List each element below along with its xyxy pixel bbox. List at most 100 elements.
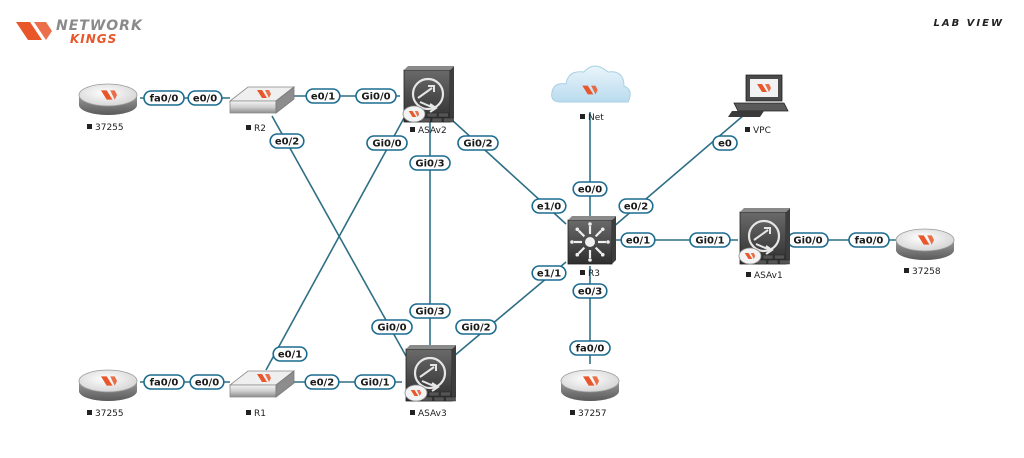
port-name: Gi0/0 <box>372 139 401 150</box>
port-label: Gi0/0 <box>787 232 829 248</box>
network-kings-badge-icon <box>917 235 935 245</box>
port-label: Gi0/0 <box>371 319 413 335</box>
network-kings-badge-icon <box>408 111 420 117</box>
port-name: e0/1 <box>311 92 335 103</box>
node-c37257[interactable]: 37257 <box>560 369 620 419</box>
network-kings-badge-icon <box>757 84 771 92</box>
port-name: fa0/0 <box>576 344 605 355</box>
port-label: Gi0/0 <box>366 135 408 151</box>
port-label: fa0/0 <box>143 374 185 390</box>
asa-firewall-icon <box>402 66 454 123</box>
network-kings-badge-icon <box>257 374 271 382</box>
port-label: e0/0 <box>189 374 225 390</box>
port-name: e1/1 <box>537 269 561 280</box>
port-name: e0/0 <box>195 378 219 389</box>
node-label: 37257 <box>578 409 607 419</box>
port-label: e0/2 <box>618 198 654 214</box>
cloud-icon <box>551 65 631 103</box>
router-disc-icon <box>895 228 955 260</box>
node-vpc[interactable]: VPC <box>728 74 789 136</box>
port-name: Gi0/0 <box>793 236 822 247</box>
port-label: Gi0/3 <box>409 155 451 171</box>
node-asav2[interactable]: ASAv2 <box>402 66 454 136</box>
node-c37258[interactable]: 37258 <box>895 228 955 277</box>
node-status-marker <box>246 125 251 130</box>
node-c37255a[interactable]: 37255 <box>78 83 138 133</box>
node-net[interactable]: Net <box>551 65 631 123</box>
port-name: Gi0/2 <box>463 139 492 150</box>
port-name: fa0/0 <box>150 378 179 389</box>
port-label: e0/0 <box>572 181 608 197</box>
node-label: ASAv3 <box>418 409 447 419</box>
port-name: e0/2 <box>624 202 648 213</box>
asa-firewall-icon <box>404 345 456 402</box>
port-label: e1/1 <box>531 265 567 281</box>
port-label: e1/0 <box>531 198 567 214</box>
node-status-marker <box>746 272 751 277</box>
node-c37255b[interactable]: 37255 <box>78 369 138 419</box>
router-icon <box>228 86 296 114</box>
asa-firewall-icon <box>738 208 790 265</box>
port-name: e0/1 <box>626 236 650 247</box>
node-label: ASAv1 <box>754 271 783 281</box>
router-icon <box>228 370 296 398</box>
port-label: Gi0/0 <box>355 88 397 104</box>
port-label: e0/0 <box>187 90 223 106</box>
port-name: Gi0/2 <box>461 323 490 334</box>
node-status-marker <box>410 127 415 132</box>
port-name: fa0/0 <box>150 94 179 105</box>
network-kings-badge-icon <box>410 390 422 396</box>
port-name: e1/0 <box>537 202 561 213</box>
node-label: 37255 <box>95 123 124 133</box>
port-label: Gi0/3 <box>409 303 451 319</box>
router-disc-icon <box>560 369 620 401</box>
network-kings-badge-icon <box>257 90 271 98</box>
node-r3[interactable]: R3 <box>567 216 616 279</box>
port-label: e0/1 <box>620 232 656 248</box>
port-label: fa0/0 <box>569 340 611 356</box>
node-label: R1 <box>254 409 266 419</box>
port-label: e0/1 <box>305 88 341 104</box>
node-r1[interactable]: R1 <box>228 370 296 419</box>
network-kings-badge-icon <box>582 85 598 95</box>
port-name: e0/3 <box>578 287 602 298</box>
port-label: e0/1 <box>272 346 308 362</box>
port-name: e0/2 <box>310 378 334 389</box>
network-kings-logo-icon <box>16 22 52 40</box>
brand-logo: NETWORK KINGS <box>16 18 142 46</box>
node-asav3[interactable]: ASAv3 <box>404 345 456 419</box>
node-status-marker <box>745 127 750 132</box>
port-label: fa0/0 <box>848 232 890 248</box>
node-r2[interactable]: R2 <box>228 86 296 134</box>
node-status-marker <box>246 410 251 415</box>
link-r1-asav2[interactable] <box>265 117 405 371</box>
network-kings-badge-icon <box>582 376 600 386</box>
port-label: Gi0/2 <box>457 135 499 151</box>
port-label: e0/2 <box>304 374 340 390</box>
node-label: 37258 <box>912 267 941 277</box>
port-name: e0 <box>718 139 732 150</box>
port-label: e0/2 <box>269 133 305 149</box>
layer3-switch-icon <box>567 216 616 265</box>
network-kings-badge-icon <box>100 90 118 100</box>
node-status-marker <box>580 270 585 275</box>
node-status-marker <box>570 410 575 415</box>
node-asav1[interactable]: ASAv1 <box>738 208 790 281</box>
port-name: fa0/0 <box>855 236 884 247</box>
node-label: Net <box>588 113 604 123</box>
port-name: Gi0/1 <box>360 378 389 389</box>
port-name: Gi0/0 <box>377 323 406 334</box>
node-status-marker <box>87 124 92 129</box>
port-name: e0/2 <box>275 137 299 148</box>
node-label: R3 <box>588 269 600 279</box>
port-name: Gi0/3 <box>415 159 444 170</box>
node-status-marker <box>580 114 585 119</box>
brand-name-line2: KINGS <box>70 32 117 46</box>
node-status-marker <box>87 410 92 415</box>
router-disc-icon <box>78 83 138 115</box>
port-label: fa0/0 <box>143 90 185 106</box>
port-name: e0/0 <box>578 185 602 196</box>
